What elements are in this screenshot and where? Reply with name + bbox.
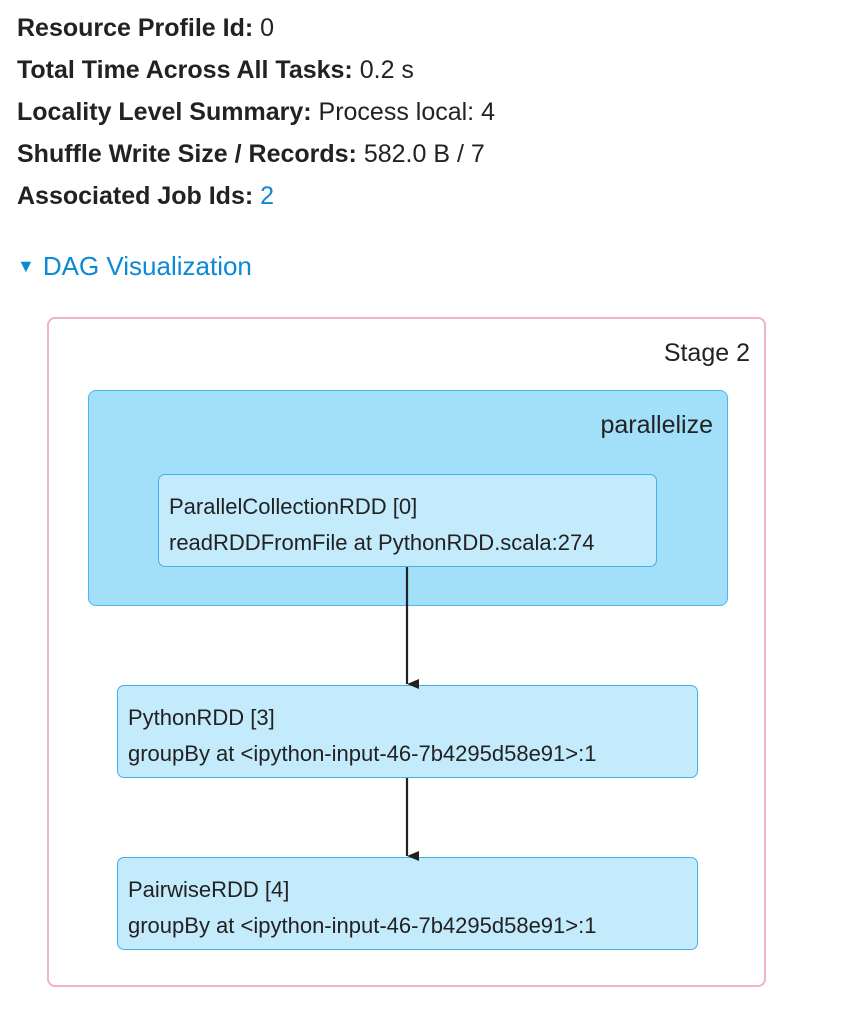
shuffle-write-label: Shuffle Write Size / Records: <box>17 140 357 168</box>
locality-value: Process local: 4 <box>318 98 495 126</box>
rdd-node-title: ParallelCollectionRDD [0] <box>169 494 418 519</box>
rdd-node-title: PythonRDD [3] <box>128 705 275 730</box>
stage-label: Stage 2 <box>663 339 750 367</box>
triangle-down-icon: ▼ <box>17 256 35 276</box>
rdd-node-parallel-collection[interactable]: ParallelCollectionRDD [0] readRDDFromFil… <box>158 474 657 567</box>
total-time-label: Total Time Across All Tasks: <box>17 56 353 84</box>
dag-visualization-label: DAG Visualization <box>42 251 252 281</box>
job-ids-label: Associated Job Ids: <box>17 182 254 210</box>
dag-visualization-toggle[interactable]: ▼ DAG Visualization <box>17 248 252 284</box>
rdd-node-detail: readRDDFromFile at PythonRDD.scala:274 <box>169 530 595 555</box>
job-id-link[interactable]: 2 <box>260 182 275 210</box>
stage-summary: Resource Profile Id: 0 Total Time Across… <box>17 8 495 218</box>
shuffle-write-row: Shuffle Write Size / Records: 582.0 B / … <box>17 134 495 176</box>
stage-box: Stage 2 <box>47 317 766 987</box>
locality-row: Locality Level Summary: Process local: 4 <box>17 92 495 134</box>
rdd-node-detail: groupBy at <ipython-input-46-7b4295d58e9… <box>128 741 597 766</box>
locality-label: Locality Level Summary: <box>17 98 312 126</box>
rdd-node-title: PairwiseRDD [4] <box>128 877 290 902</box>
rdd-node-python[interactable]: PythonRDD [3] groupBy at <ipython-input-… <box>117 685 698 778</box>
rdd-node-pairwise[interactable]: PairwiseRDD [4] groupBy at <ipython-inpu… <box>117 857 698 950</box>
resource-profile-row: Resource Profile Id: 0 <box>17 8 495 50</box>
cluster-label: parallelize <box>600 411 713 439</box>
total-time-value: 0.2 s <box>359 56 414 84</box>
shuffle-write-value: 582.0 B / 7 <box>363 140 485 168</box>
total-time-row: Total Time Across All Tasks: 0.2 s <box>17 50 495 92</box>
rdd-node-detail: groupBy at <ipython-input-46-7b4295d58e9… <box>128 913 597 938</box>
resource-profile-value: 0 <box>260 14 275 42</box>
resource-profile-label: Resource Profile Id: <box>17 14 254 42</box>
job-ids-row: Associated Job Ids: 2 <box>17 176 495 218</box>
